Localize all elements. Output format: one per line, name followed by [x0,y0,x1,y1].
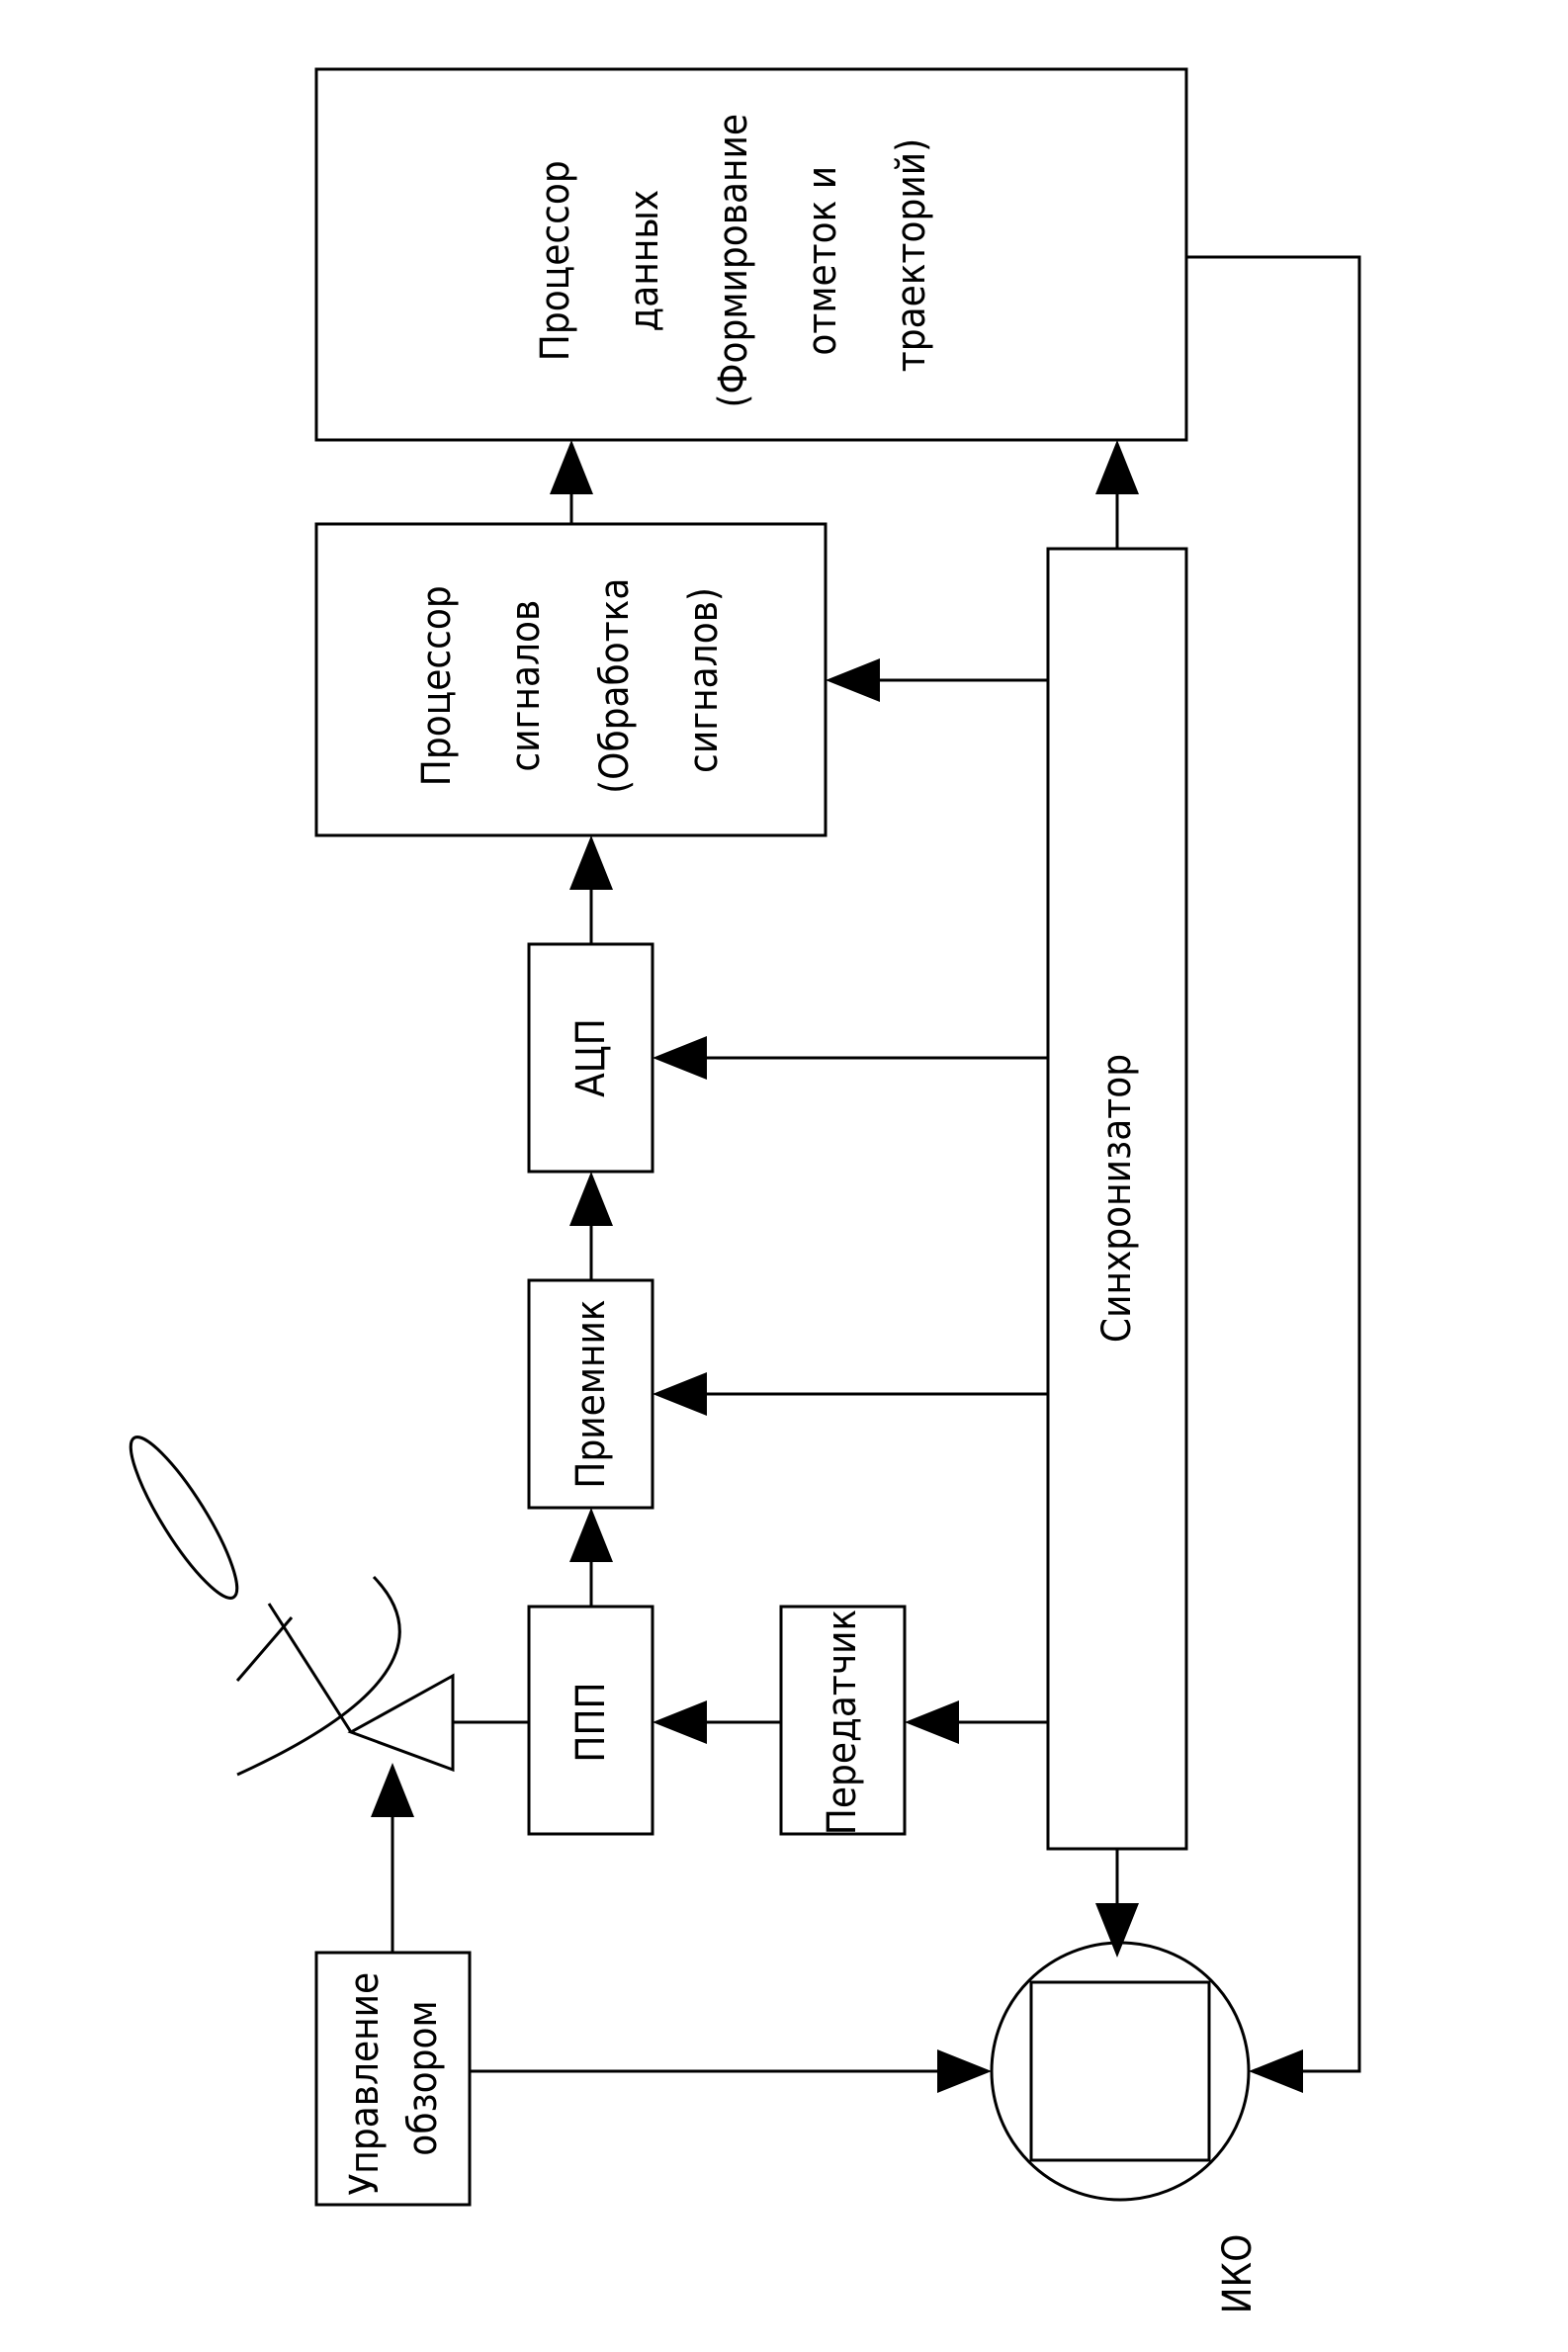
display-screen-circle [990,1941,1251,2202]
antenna-reflector [236,1575,401,1777]
signal-processor-label: Процессор сигналов (Обработка сигналов) [414,566,727,794]
scan-control-label: Управление обзором [342,1960,446,2195]
receiver-label: Приемник [568,1299,614,1488]
synchronizer-block [1046,547,1188,1851]
arrow-sync-into-tx [905,1700,959,1744]
arrow-sync-into-display [1095,1903,1139,1958]
antenna-beam-lobe [129,1436,239,1600]
arrow-dp-into-display [1249,2049,1303,2093]
transmitter-label: Передатчик [820,1610,865,1836]
synchronizer-label: Синхронизатор [1094,1054,1140,1343]
display-screen-square [1029,1980,1211,2162]
arrow-tx-into-dup [653,1700,707,1744]
arrow-into-sp [569,835,613,890]
arrow-scan-into-display [937,2049,992,2093]
antenna-icon [129,1436,455,1777]
data-processor-block [314,67,1188,442]
duplexer-block [527,1605,654,1836]
adc-label: АЦП [568,1018,614,1097]
duplexer-label: ППП [568,1682,614,1762]
transmitter-block [779,1605,907,1836]
arrow-sync-into-adc [653,1036,707,1080]
line-dp-to-display [1186,255,1361,2073]
scan-control-block [314,1951,472,2207]
display-icon [990,1941,1251,2202]
antenna-boom [267,1603,353,1733]
antenna-feed-horn [347,1673,455,1773]
antenna-crossbar [235,1616,294,1682]
signal-processor-block [314,522,828,837]
arrow-into-antenna [371,1763,414,1817]
data-processor-label: Процессор данных (Формирование отметок и… [533,102,934,407]
adc-block [527,942,654,1174]
display-label: ИКО [1215,2234,1261,2314]
arrow-sync-into-rx [653,1372,707,1416]
arrow-into-dp-left [550,440,593,494]
arrow-into-rx [569,1508,613,1562]
arrow-into-adc [569,1172,613,1226]
arrow-sync-into-sp [826,658,880,702]
arrow-into-dp-right [1095,440,1139,494]
